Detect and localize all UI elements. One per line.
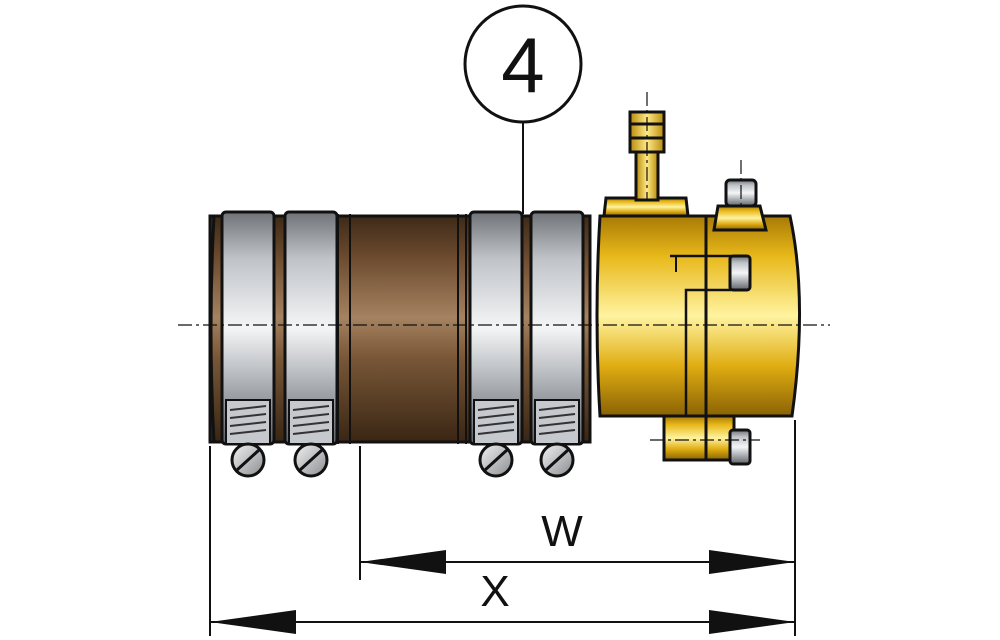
clamp-screw-3 [478,442,514,478]
callout-number: 4 [501,21,544,109]
dimension-lines [209,420,796,636]
part-callout [463,4,583,214]
hose-clamp-4 [529,210,585,446]
brass-fitting [595,196,802,462]
hose-clamp-3 [468,210,524,446]
dimension-w-label: W [541,507,583,556]
clamp-screw-1 [230,442,266,478]
center-lines [178,92,830,441]
bottom-bolt [728,428,752,466]
clamp-screw-2 [293,442,329,478]
dimension-x-label: X [480,567,509,616]
dimension-x [210,610,795,634]
side-bolt [728,254,752,292]
hose-clamp-1 [220,210,276,446]
dimension-w [360,550,795,574]
clamp-screw-4 [539,442,575,478]
hose-clamp-2 [283,210,339,446]
